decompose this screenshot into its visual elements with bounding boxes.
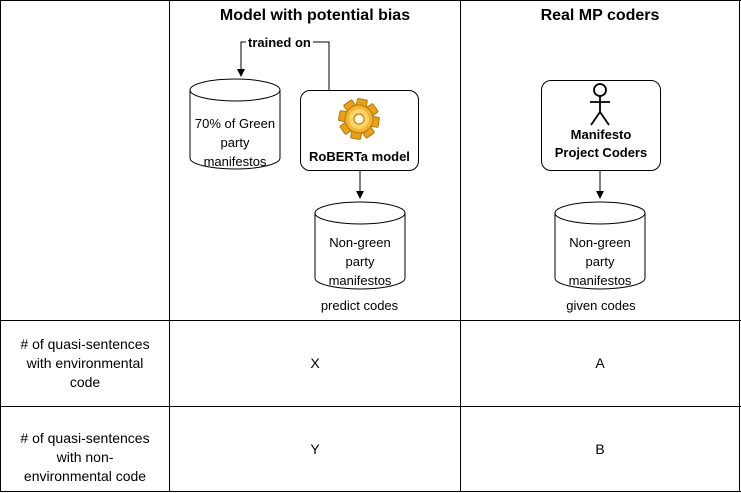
column-divider-2 bbox=[460, 0, 461, 492]
table-border-top bbox=[0, 0, 741, 1]
coded-data-label: Non-green party manifestos bbox=[568, 235, 632, 288]
roberta-model-label: RoBERTa model bbox=[309, 149, 410, 164]
table-border-left bbox=[0, 0, 1, 492]
coders-column-heading: Real MP coders bbox=[540, 7, 660, 24]
person-icon bbox=[590, 83, 610, 126]
column-divider-1 bbox=[169, 0, 170, 492]
coders-value-environmental: A bbox=[595, 355, 605, 371]
model-value-non-environmental: Y bbox=[310, 441, 320, 457]
model-column-heading: Model with potential bias bbox=[219, 7, 411, 24]
gear-icon bbox=[338, 98, 380, 140]
row-divider-2 bbox=[0, 406, 741, 407]
model-value-environmental: X bbox=[310, 355, 320, 371]
training-data-label: 70% of Green party manifestos bbox=[194, 116, 276, 169]
table-border-bottom bbox=[0, 491, 741, 492]
prediction-data-label: Non-green party manifestos bbox=[328, 235, 392, 288]
trained-on-label: trained on bbox=[246, 35, 313, 51]
row-label-environmental: # of quasi-sentences with environmental … bbox=[20, 336, 150, 390]
given-codes-caption: given codes bbox=[566, 298, 636, 313]
table-border-right bbox=[739, 0, 740, 492]
training-data-cylinder bbox=[189, 78, 281, 170]
coders-label: Manifesto Project Coders bbox=[554, 127, 648, 160]
row-label-non-environmental: # of quasi-sentences with non- environme… bbox=[20, 430, 150, 484]
row-divider-1 bbox=[0, 320, 741, 321]
predict-codes-caption: predict codes bbox=[320, 298, 399, 313]
coded-data-cylinder bbox=[554, 201, 646, 290]
coders-value-non-environmental: B bbox=[595, 441, 605, 457]
prediction-data-cylinder bbox=[314, 201, 406, 290]
